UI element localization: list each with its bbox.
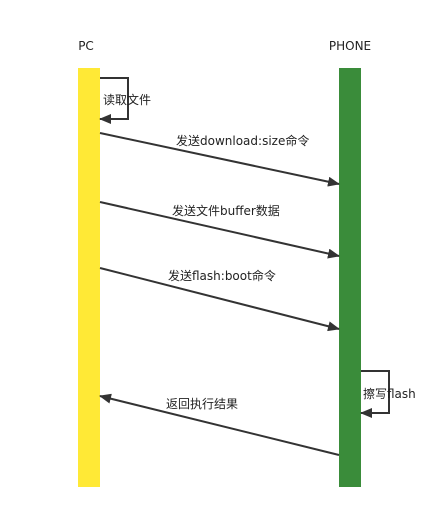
- participant-phone-label: PHONE: [329, 39, 371, 53]
- label-read-file: 读取文件: [103, 92, 151, 107]
- participant-pc-label: PC: [78, 39, 94, 53]
- arrow-send-buffer: [99, 201, 340, 259]
- lifeline-pc: [78, 68, 100, 487]
- label-return-result: 返回执行结果: [166, 397, 238, 411]
- arrow-send-download: [99, 132, 340, 187]
- label-erase-flash: 擦写flash: [363, 387, 416, 401]
- label-send-flash: 发送flash:boot命令: [168, 268, 276, 283]
- arrow-return-result: [99, 393, 340, 456]
- label-send-buffer: 发送文件buffer数据: [172, 203, 280, 218]
- label-send-download: 发送download:size命令: [176, 133, 309, 148]
- lifeline-phone: [339, 68, 361, 487]
- arrow-erase-flash: [360, 370, 390, 418]
- arrow-send-flash: [99, 267, 340, 332]
- arrow-read-file: [99, 77, 129, 124]
